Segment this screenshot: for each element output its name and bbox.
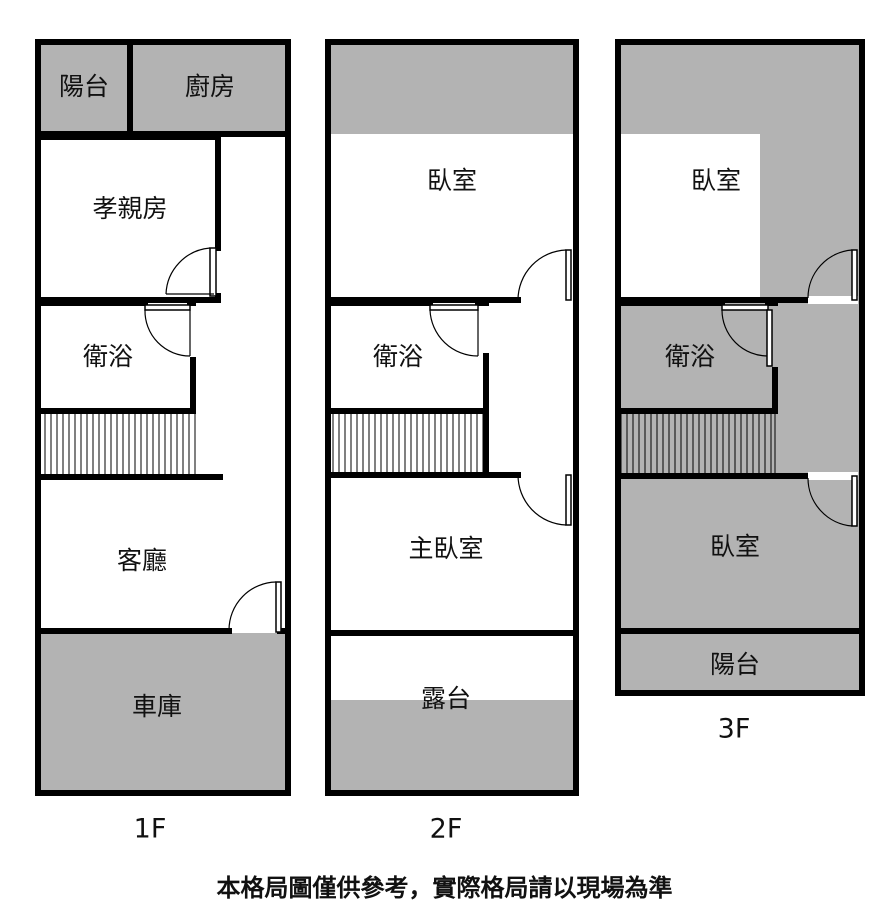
door-bathroom-1f <box>144 304 191 357</box>
room-balcony-1f: 陽台 <box>59 72 109 101</box>
room-garage-1f: 車庫 <box>132 692 182 721</box>
room-master-bedroom-2f: 主臥室 <box>408 534 483 563</box>
floor-1f: 陽台 廚房 孝親房 衛浴 客廳 車庫 1F <box>35 39 291 845</box>
stairs-1f <box>39 412 196 477</box>
disclaimer-text: 本格局圖僅供參考，實際格局請以現場為準 <box>216 874 673 902</box>
floor-label-3f: 3F <box>718 714 751 745</box>
door-bedroom-2f <box>517 249 572 301</box>
room-bathroom-3f: 衛浴 <box>665 342 715 371</box>
room-kitchen-1f: 廚房 <box>185 72 235 101</box>
room-living-1f: 客廳 <box>117 546 167 575</box>
floor-label-2f: 2F <box>430 814 463 845</box>
floor-label-1f: 1F <box>134 814 167 845</box>
room-balcony-3f: 陽台 <box>710 650 760 679</box>
door-parents-room <box>165 247 217 297</box>
room-bedroom-top-3f: 臥室 <box>691 166 741 195</box>
room-bedroom-bottom-3f: 臥室 <box>710 532 760 561</box>
stairs-3f <box>619 412 776 477</box>
door-master-bedroom-2f <box>517 474 572 526</box>
door-bathroom-2f <box>429 304 479 357</box>
room-parents-1f: 孝親房 <box>92 194 167 223</box>
room-bathroom-2f: 衛浴 <box>373 342 423 371</box>
door-bedroom-bottom-3f <box>807 472 858 527</box>
floor-2f: 臥室 衛浴 主臥室 露台 2F <box>325 39 579 845</box>
room-bathroom-1f: 衛浴 <box>83 342 133 371</box>
room-terrace-2f: 露台 <box>421 684 471 713</box>
door-bathroom-3f <box>721 304 773 367</box>
door-bedroom-top-3f <box>807 249 858 304</box>
floor-3f: 臥室 衛浴 臥室 陽台 3F <box>615 39 865 745</box>
door-entrance-1f <box>228 581 282 634</box>
room-bedroom-2f: 臥室 <box>427 166 477 195</box>
stairs-2f <box>329 412 486 477</box>
